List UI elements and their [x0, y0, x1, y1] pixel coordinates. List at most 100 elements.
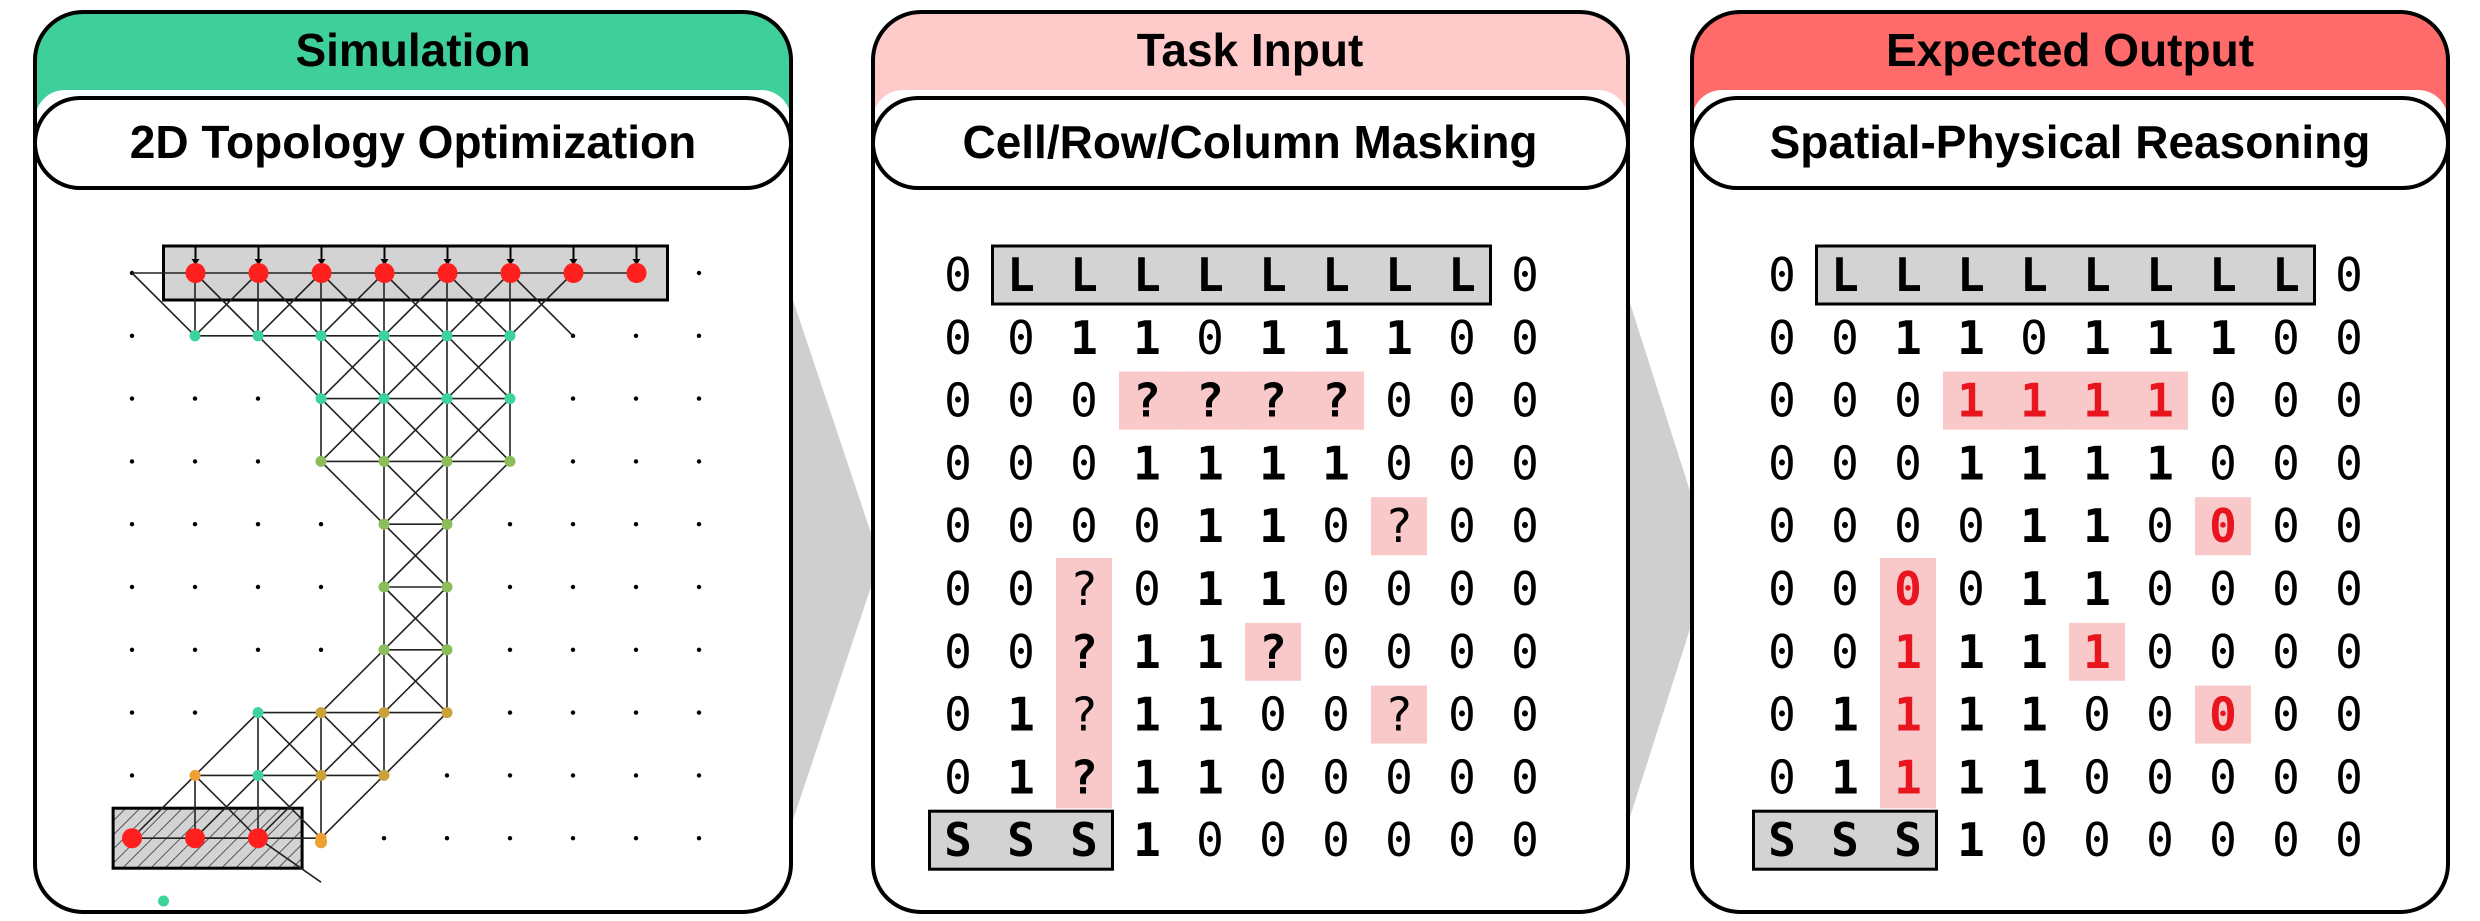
grid-cell: ?: [1322, 374, 1350, 428]
truss-member: [446, 335, 511, 400]
grid-cell: 0: [2272, 311, 2300, 365]
grid-cell: 0: [1322, 499, 1350, 553]
grid-cell: ?: [1259, 625, 1287, 679]
grid-dot: [696, 836, 702, 841]
grid-dot: [696, 584, 702, 590]
grid-cell: 0: [2272, 750, 2300, 804]
truss-member: [383, 712, 448, 776]
grid-cell: 0: [1385, 436, 1413, 490]
grid-cell: 1: [1007, 750, 1035, 804]
grid-cell: 0: [1322, 813, 1350, 867]
grid-cell: 1: [1133, 436, 1161, 490]
truss-node: [252, 707, 264, 719]
grid-cell: 0: [2083, 750, 2111, 804]
grid-cell: 0: [1511, 311, 1539, 365]
grid-dot: [633, 773, 639, 778]
grid-cell: 1: [1196, 499, 1224, 553]
grid-cell: 0: [2083, 688, 2111, 742]
grid-dot: [381, 836, 387, 841]
grid-dot: [129, 584, 135, 590]
arrow-chevron-2: [1629, 300, 1712, 820]
grid-dot: [129, 647, 135, 652]
grid-cell: 0: [1007, 374, 1035, 428]
grid-cell: 0: [2209, 374, 2237, 428]
grid-cell: 1: [2083, 562, 2111, 616]
load-arrow-head: [191, 259, 200, 265]
grid-cell: L: [1831, 248, 1859, 302]
truss-node: [252, 769, 264, 781]
grid-cell: 0: [1070, 499, 1098, 553]
grid-dot: [696, 459, 702, 464]
grid-cell: 0: [2272, 436, 2300, 490]
support-node: [248, 828, 268, 849]
load-node: [626, 263, 647, 283]
grid-dot: [507, 647, 513, 652]
truss-member: [257, 837, 322, 883]
grid-cell: 0: [1831, 562, 1859, 616]
grid-cell: S: [1894, 813, 1922, 867]
grid-cell: 0: [944, 374, 972, 428]
truss-member: [446, 272, 511, 337]
grid-cell: 0: [2020, 813, 2048, 867]
grid-cell: 0: [2209, 499, 2237, 553]
truss-node: [378, 518, 390, 530]
grid-cell: 0: [1768, 688, 1796, 742]
grid-cell: 0: [944, 499, 972, 553]
grid-cell: 0: [1007, 625, 1035, 679]
grid-cell: 1: [1957, 436, 1985, 490]
grid-cell: 0: [1448, 436, 1476, 490]
grid-cell: L: [2146, 248, 2174, 302]
grid-cell: S: [1768, 813, 1796, 867]
load-node: [500, 263, 521, 283]
panel-expected-output-title: Expected Output: [1886, 24, 2254, 76]
grid-cell: 0: [1007, 436, 1035, 490]
grid-cell: 0: [1511, 248, 1539, 302]
support-node: [122, 828, 142, 849]
truss-node: [378, 707, 390, 719]
grid-cell: 0: [1322, 625, 1350, 679]
grid-dot: [696, 647, 702, 652]
grid-dot: [318, 522, 324, 527]
grid-cell: 0: [1448, 374, 1476, 428]
grid-cell: 0: [1768, 625, 1796, 679]
grid-cell: 1: [1133, 688, 1161, 742]
grid-cell: 0: [2209, 813, 2237, 867]
load-arrow-head: [569, 259, 578, 265]
grid-cell: 0: [1259, 813, 1287, 867]
grid-dot: [570, 522, 576, 527]
truss-member: [194, 712, 259, 776]
grid-dot: [192, 522, 198, 527]
grid-cell: 0: [1448, 499, 1476, 553]
grid-dot: [192, 459, 198, 464]
grid-cell: 0: [2335, 813, 2363, 867]
truss-member: [383, 398, 448, 462]
grid-dot: [129, 396, 135, 401]
topology-structure: [111, 244, 702, 907]
grid-cell: 1: [1831, 688, 1859, 742]
truss-node: [315, 836, 327, 849]
grid-cell: 1: [1894, 311, 1922, 365]
grid-cell: 0: [1448, 688, 1476, 742]
support-region-box: [1752, 809, 1938, 871]
grid-cell: 1: [2146, 374, 2174, 428]
grid-cell: ?: [1196, 374, 1224, 428]
grid-cell: 0: [2335, 562, 2363, 616]
truss-node: [315, 455, 327, 467]
grid-cell: 0: [2335, 625, 2363, 679]
grid-cell: 1: [2020, 562, 2048, 616]
grid-dot: [633, 647, 639, 652]
grid-dot: [696, 522, 702, 527]
support-node: [185, 828, 205, 849]
grid-cell: 0: [1768, 374, 1796, 428]
truss-node: [441, 330, 453, 342]
grid-cell: 1: [1133, 813, 1161, 867]
truss-member: [131, 272, 196, 337]
grid-cell: ?: [1385, 499, 1413, 553]
grid-cell: L: [1322, 248, 1350, 302]
grid-cell: 0: [1894, 436, 1922, 490]
grid-dot: [633, 459, 639, 464]
grid-cell: 0: [1322, 750, 1350, 804]
load-region-box: [991, 244, 1492, 306]
